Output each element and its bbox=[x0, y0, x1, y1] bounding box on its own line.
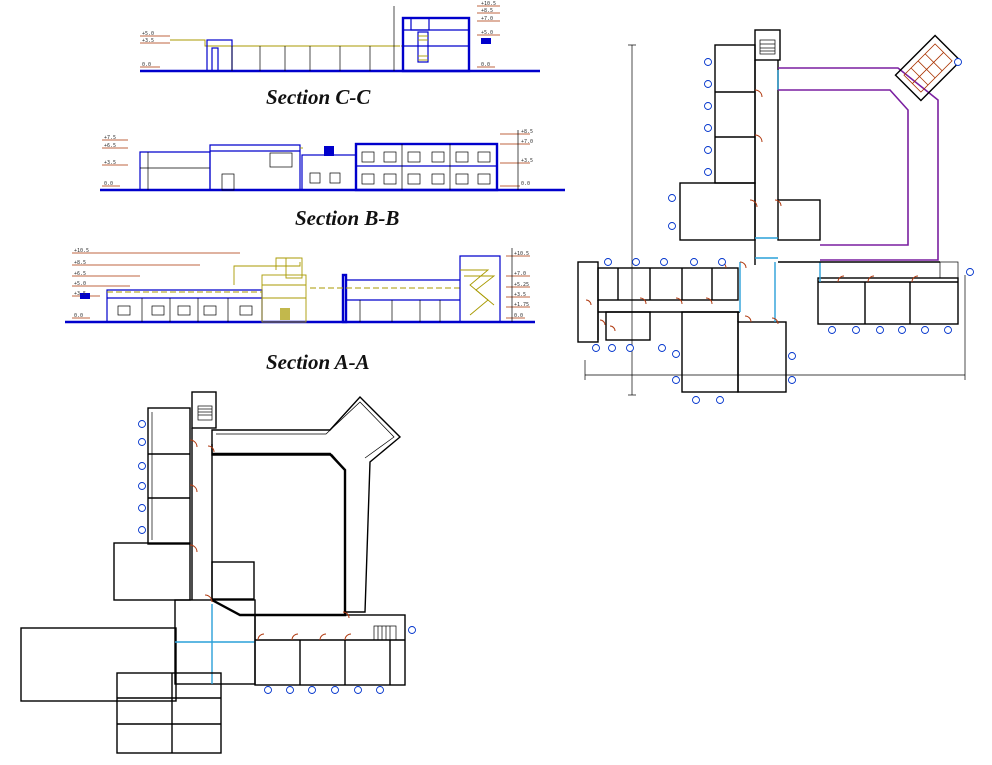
level-label: +7.0 bbox=[521, 139, 533, 145]
level-label: +3.5 bbox=[142, 38, 154, 44]
level-label: 0.0 bbox=[104, 181, 113, 187]
level-label: 0.0 bbox=[514, 313, 523, 319]
level-label: +3.5 bbox=[521, 158, 533, 164]
level-label: +7.0 bbox=[514, 271, 526, 277]
section-c-c-title: Section C-C bbox=[266, 85, 371, 109]
section-a-a-title: Section A-A bbox=[266, 350, 370, 374]
section-b-b-title: Section B-B bbox=[295, 206, 400, 230]
level-label: +6.5 bbox=[74, 271, 86, 277]
ground-floor-plan bbox=[20, 391, 416, 754]
section-c-c-right-levels: +10.5+8.5 +7.0 +5.0 0.0 bbox=[481, 1, 496, 68]
level-label: +3.5 bbox=[74, 291, 86, 297]
level-label: +5.0 bbox=[142, 31, 154, 37]
level-label: +8.5 bbox=[481, 8, 493, 14]
level-label: 0.0 bbox=[481, 62, 490, 68]
section-b-b-left-levels: +7.5 +6.5 +3.5 0.0 bbox=[104, 135, 116, 187]
level-label: +5.25 bbox=[514, 282, 529, 288]
level-label: +1.75 bbox=[514, 302, 529, 308]
level-label: +3.5 bbox=[104, 160, 116, 166]
section-b-b-elevation: +7.5 +6.5 +3.5 0.0 +8.5 +7.0 +3.5 0.0 bbox=[100, 129, 565, 192]
section-c-c-elevation: +5.0+3.50.0 +10.5+8.5+7.0+5.00.0 bbox=[140, 1, 540, 73]
upper-floor-plan bbox=[577, 29, 974, 404]
level-label: 0.0 bbox=[521, 181, 530, 187]
level-label: +3.5 bbox=[514, 292, 526, 298]
level-label: +7.0 bbox=[481, 16, 493, 22]
section-b-b-right-levels: +8.5 +7.0 +3.5 0.0 bbox=[521, 129, 533, 187]
level-label: +10.5 bbox=[481, 1, 496, 7]
section-a-a-left-levels: +10.5 +8.5 +6.5 +5.0 +3.5 0.0 bbox=[74, 248, 89, 319]
level-label: +6.5 bbox=[104, 143, 116, 149]
section-a-a-right-levels: +10.5 +7.0 +5.25 +3.5 +1.75 0.0 bbox=[514, 251, 529, 319]
level-label: +10.5 bbox=[514, 251, 529, 257]
level-label: +8.5 bbox=[521, 129, 533, 135]
section-c-c-left-levels: +5.0+3.5 0.0 bbox=[142, 31, 154, 68]
level-label: +8.5 bbox=[74, 260, 86, 266]
level-label: 0.0 bbox=[74, 313, 83, 319]
level-label: 0.0 bbox=[142, 62, 151, 68]
level-label: +5.0 bbox=[74, 281, 86, 287]
section-a-a-elevation: +10.5+8.5+6.5+5.0+3.50.0 +10.5+7.0+5.25+… bbox=[65, 248, 535, 324]
level-label: +7.5 bbox=[104, 135, 116, 141]
level-label: +5.0 bbox=[481, 30, 493, 36]
level-label: +10.5 bbox=[74, 248, 89, 254]
